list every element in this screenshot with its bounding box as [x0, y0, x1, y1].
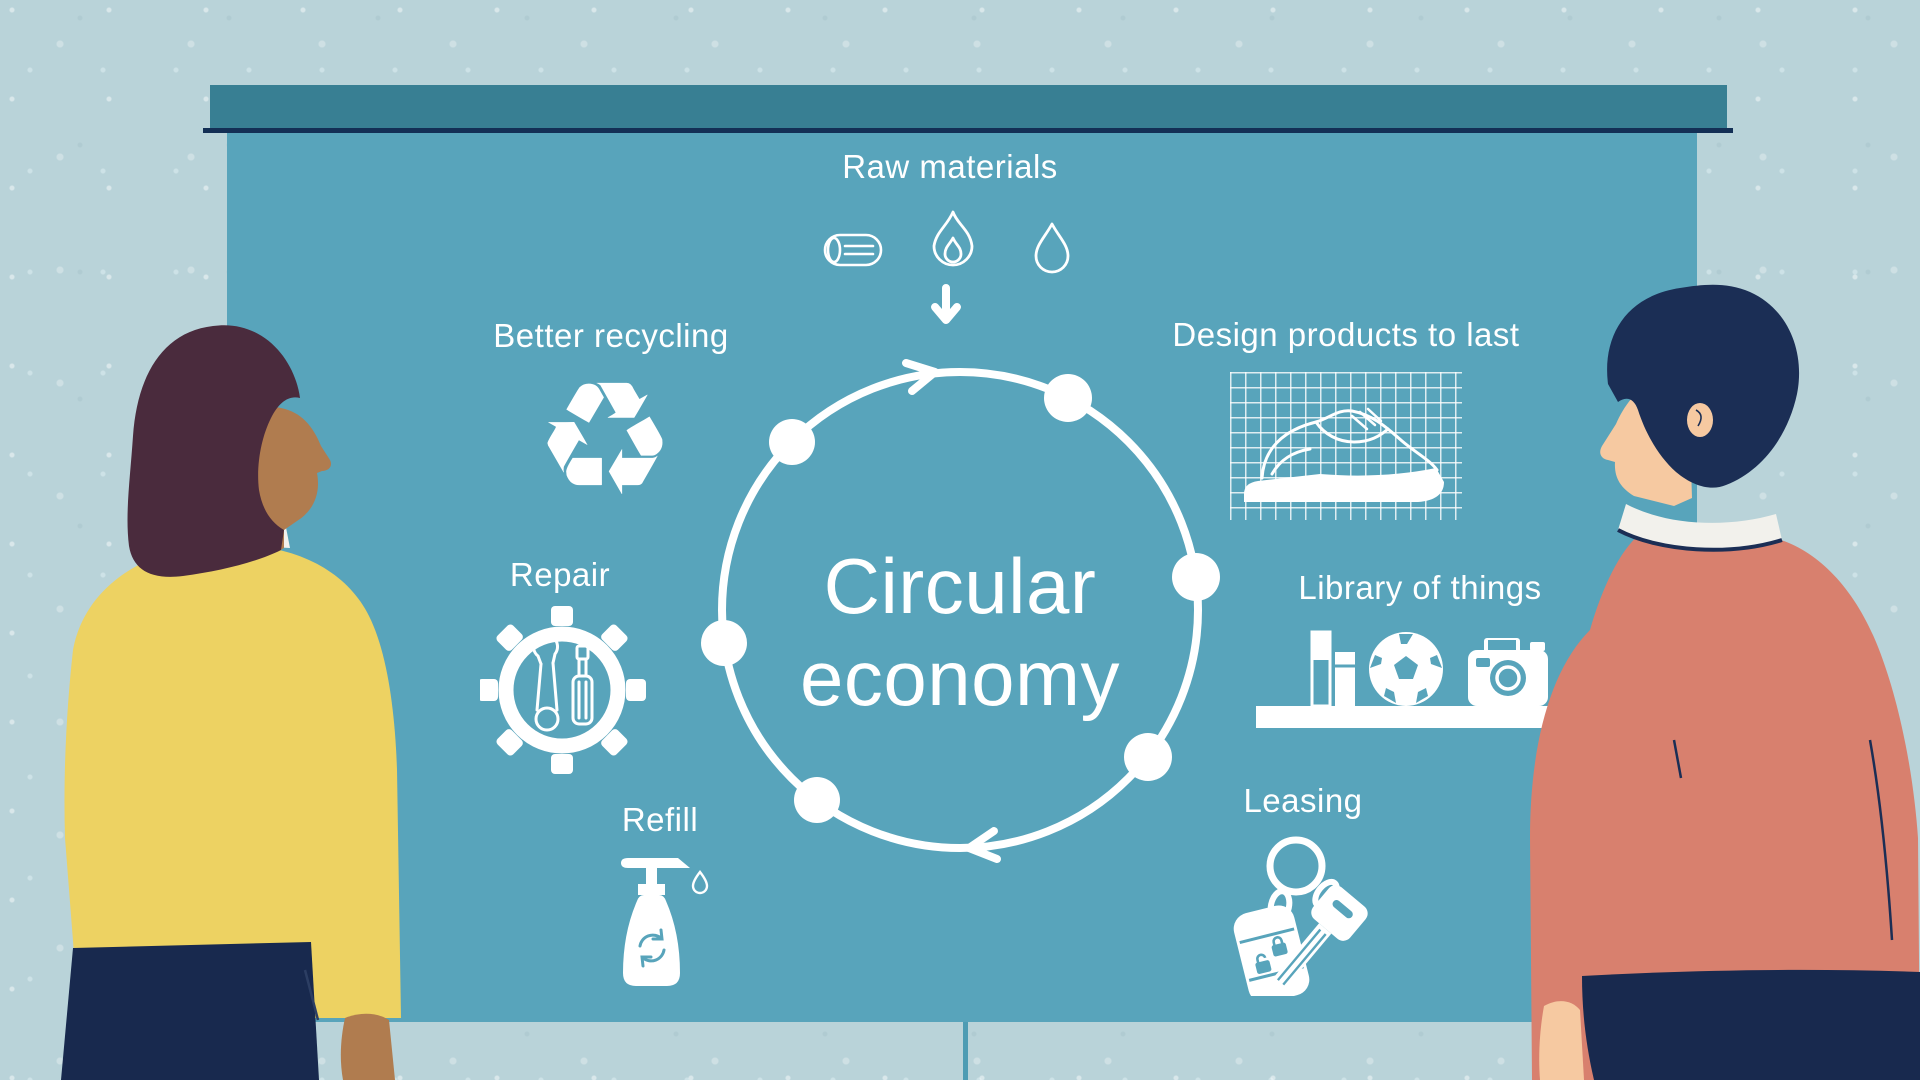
woman-sweater — [64, 544, 402, 1018]
cycle-node — [701, 620, 747, 666]
woman-figure — [61, 325, 402, 1080]
cycle-node — [769, 419, 815, 465]
cycle-node — [1044, 374, 1092, 422]
screen-pull-cord — [963, 1022, 968, 1080]
key — [1271, 885, 1368, 991]
refill-arrows-icon — [638, 928, 666, 968]
gear-teeth — [480, 606, 646, 774]
camera-icon — [1468, 638, 1548, 706]
man-sweater-seam — [1672, 739, 1683, 779]
recycle-icon: ♻ — [534, 348, 676, 532]
label-leasing: Leasing — [1243, 782, 1363, 819]
shelf-items-icon — [1256, 630, 1556, 728]
man-collar-trim — [1617, 528, 1783, 552]
label-refill: Refill — [621, 801, 699, 838]
presentation-board — [227, 133, 1697, 1022]
woman-sweater-seam — [303, 969, 320, 1021]
screwdriver-icon — [571, 644, 594, 726]
man-sweater-seam — [1868, 739, 1894, 941]
man-collar — [1618, 504, 1782, 550]
label-repair: Repair — [509, 556, 611, 593]
woman-hair — [127, 325, 300, 577]
cycle-nodes — [701, 374, 1220, 823]
man-hand — [1539, 1001, 1584, 1080]
man-sweater — [1530, 534, 1920, 1080]
fire-icon — [932, 210, 974, 267]
woman-hand — [340, 1013, 395, 1080]
down-arrow-icon — [931, 284, 961, 324]
diagram-title-line1: Circular — [823, 542, 1097, 630]
gear-tools-icon — [480, 606, 646, 774]
shelf-books — [1310, 630, 1355, 708]
shoe-blueprint-icon — [1244, 407, 1444, 502]
keyring — [1266, 836, 1326, 896]
soccer-ball-icon — [1369, 632, 1443, 706]
man-pants — [1582, 969, 1920, 1080]
cycle-circle — [718, 368, 1202, 852]
diagram-title-line2: economy — [800, 634, 1120, 722]
cycle-node — [794, 777, 840, 823]
screen-top-bar — [210, 85, 1727, 129]
label-library-of-things: Library of things — [1298, 569, 1542, 606]
diagram-title: Circular economy — [660, 540, 1260, 724]
label-better-recycling: Better recycling — [493, 317, 729, 354]
drip-drop-icon — [691, 870, 709, 895]
man-figure — [1530, 284, 1920, 1080]
cycle-node — [1124, 733, 1172, 781]
car-keys-icon — [1233, 836, 1368, 996]
cycle-arrowhead-bottom — [965, 827, 1001, 863]
cycle-arrowhead-top — [902, 359, 939, 395]
refill-bottle-icon — [621, 858, 709, 986]
log-icon — [823, 233, 883, 267]
screen-top-bar-shadow — [203, 128, 1733, 133]
label-raw-materials: Raw materials — [842, 148, 1058, 185]
cycle-node — [1172, 553, 1220, 601]
wrench-icon — [532, 633, 560, 732]
label-design-products: Design products to last — [1172, 316, 1520, 353]
woman-skirt — [61, 942, 319, 1080]
shelf-board — [1256, 706, 1556, 728]
man-hair — [1607, 284, 1800, 488]
water-drop-icon — [1034, 222, 1070, 274]
